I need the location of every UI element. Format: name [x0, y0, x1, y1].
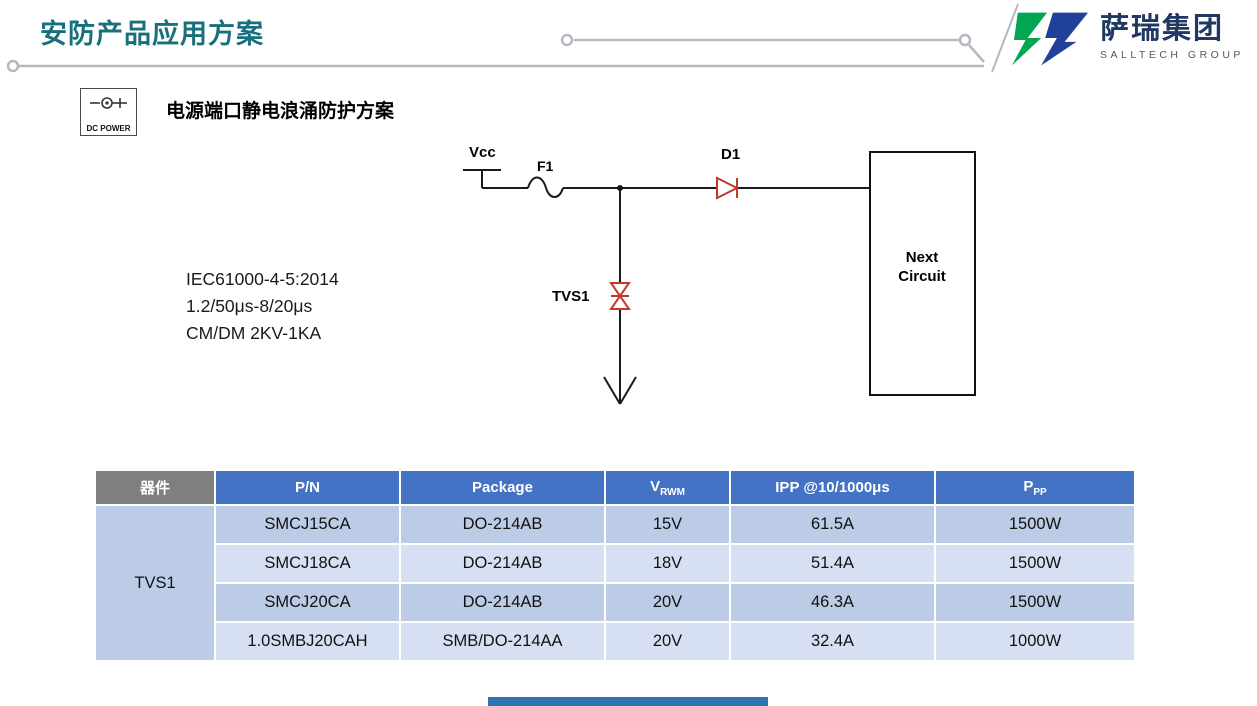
cell-package: DO-214AB: [400, 544, 605, 583]
salltech-logo-icon: [1012, 12, 1089, 66]
header-ipp: IPP @10/1000μs: [730, 470, 935, 505]
cell-package: DO-214AB: [400, 583, 605, 622]
standards-line-1: IEC61000-4-5:2014: [186, 269, 339, 289]
cell-ppp: 1500W: [935, 583, 1135, 622]
diode-label: D1: [721, 146, 740, 163]
cell-pn: 1.0SMBJ20CAH: [215, 622, 400, 661]
logo-name: 萨瑞集团: [1100, 13, 1225, 45]
logo-subname: SALLTECH GROUP: [1100, 49, 1244, 61]
cell-pn: SMCJ15CA: [215, 505, 400, 544]
page-title: 安防产品应用方案: [40, 19, 264, 49]
header-ppp-main: P: [1023, 477, 1034, 495]
cell-vrwm: 20V: [605, 583, 730, 622]
tvs-label: TVS1: [552, 288, 590, 305]
cell-ipp: 46.3A: [730, 583, 935, 622]
cell-ipp: 61.5A: [730, 505, 935, 544]
cell-ipp: 32.4A: [730, 622, 935, 661]
standards-line-2: 1.2/50μs-8/20μs: [186, 296, 313, 316]
cell-pn: SMCJ18CA: [215, 544, 400, 583]
device-group-cell: TVS1: [95, 505, 215, 661]
header-package: Package: [400, 470, 605, 505]
next-circuit-label-line1: Next: [906, 249, 939, 266]
table-row: SMCJ20CA DO-214AB 20V 46.3A 1500W: [95, 583, 1135, 622]
cell-vrwm: 18V: [605, 544, 730, 583]
table-row: 1.0SMBJ20CAH SMB/DO-214AA 20V 32.4A 1000…: [95, 622, 1135, 661]
cell-vrwm: 20V: [605, 622, 730, 661]
header-ppp: PPP: [935, 470, 1135, 505]
dc-power-badge: DC POWER: [80, 88, 137, 136]
header-device: 器件: [95, 470, 215, 505]
header-pn: P/N: [215, 470, 400, 505]
header-vrwm-sub: RWM: [660, 486, 685, 498]
standards-note: IEC61000-4-5:2014 1.2/50μs-8/20μs CM/DM …: [186, 266, 339, 347]
circuit-schematic: Vcc F1 D1 TVS1 Next Circuit: [463, 144, 976, 405]
cell-pn: SMCJ20CA: [215, 583, 400, 622]
header-ppp-sub: PP: [1033, 486, 1047, 498]
junction-dot: [617, 185, 623, 191]
logo-text: 萨瑞集团 SALLTECH GROUP: [1100, 12, 1244, 61]
next-circuit-box: [869, 151, 976, 396]
next-circuit-label-line2: Circuit: [898, 268, 946, 285]
fuse-label: F1: [537, 158, 554, 174]
table-row: SMCJ18CA DO-214AB 18V 51.4A 1500W: [95, 544, 1135, 583]
dc-power-label: DC POWER: [86, 124, 131, 133]
cell-ipp: 51.4A: [730, 544, 935, 583]
parts-table: 器件 P/N Package VRWM IPP @10/1000μs PPP T…: [95, 470, 1135, 661]
company-logo: 萨瑞集团 SALLTECH GROUP: [1012, 12, 1244, 66]
tvs-symbol: [609, 282, 631, 310]
section-title: 电源端口静电浪涌防护方案: [166, 101, 395, 122]
cell-package: DO-214AB: [400, 505, 605, 544]
diode-symbol: [716, 176, 740, 200]
bottom-accent-bar: [488, 697, 768, 706]
header-vrwm: VRWM: [605, 470, 730, 505]
table-row: TVS1 SMCJ15CA DO-214AB 15V 61.5A 1500W: [95, 505, 1135, 661]
vcc-label: Vcc: [469, 144, 496, 161]
cell-ppp: 1500W: [935, 544, 1135, 583]
dc-power-plug-icon: [89, 97, 127, 109]
cell-ppp: 1000W: [935, 622, 1135, 661]
cell-vrwm: 15V: [605, 505, 730, 544]
cell-ppp: 1500W: [935, 505, 1135, 544]
table-header-row: 器件 P/N Package VRWM IPP @10/1000μs PPP: [95, 470, 1135, 505]
header-vrwm-main: V: [650, 477, 661, 495]
standards-line-3: CM/DM 2KV-1KA: [186, 323, 322, 343]
cell-package: SMB/DO-214AA: [400, 622, 605, 661]
